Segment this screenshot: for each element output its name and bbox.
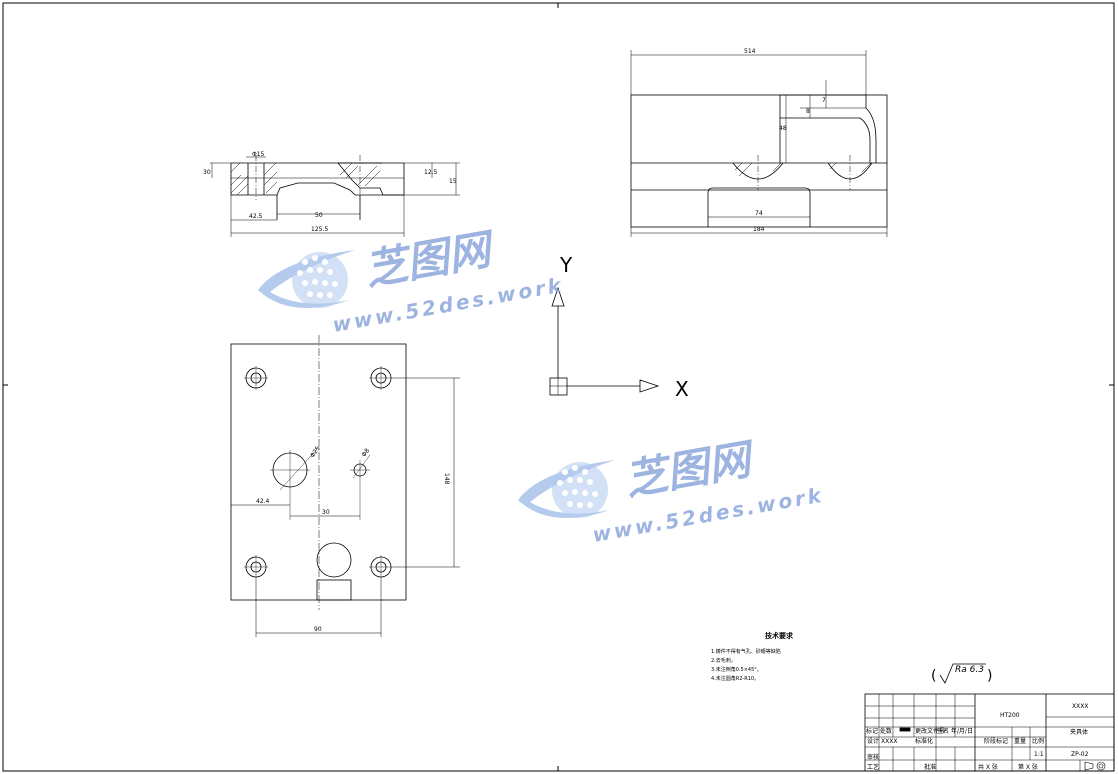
section-view [210, 155, 460, 237]
notes-item-4: 4.未注圆角R2-R10。 [711, 675, 759, 682]
title-block [864, 693, 1115, 772]
axis-x-label: X [675, 377, 689, 401]
globe-logo-icon [518, 460, 615, 518]
dim-section-left-h: 30 [203, 169, 211, 176]
notes-item-1: 1.铸件不得有气孔、砂眼等缺陷 [711, 648, 781, 655]
side-view [630, 50, 888, 237]
tb-designer-label: 设计 [867, 737, 879, 745]
dim-plan-hole-big: Φ25 [309, 445, 322, 459]
tb-standard-label: 标准化 [915, 737, 933, 745]
dim-plan-x1: 42.4 [256, 498, 270, 505]
tb-part-name: 夹具体 [1070, 728, 1088, 736]
svg-text:): ) [987, 668, 992, 684]
notes-item-3: 3.未注倒角0.5×45°。 [711, 666, 762, 673]
notes-title: 技术要求 [765, 631, 794, 640]
watermark-cn: 芝图网 [361, 224, 500, 295]
tb-scale: 1:1 [1034, 751, 1044, 758]
dim-side-d2: 8 [806, 108, 810, 115]
watermark-url: www.52des.work [331, 273, 566, 337]
projection-symbol-icon [1084, 761, 1106, 771]
tb-sheets-total: 共 X 张 [978, 763, 998, 771]
plan-view [230, 335, 460, 637]
dim-section-w2: 50 [315, 212, 323, 219]
tb-sign-row2: 更改文件号 [915, 727, 945, 735]
tb-weight-label: 重量 [1014, 737, 1026, 745]
tb-sheet-no: 第 X 张 [1018, 763, 1038, 771]
roughness-value: Ra 6.3 [955, 665, 984, 675]
dim-side-top: 514 [744, 48, 756, 55]
dim-section-top: Φ15 [252, 151, 265, 158]
tb-sign-row3: 签名 年/月/日 [937, 727, 973, 735]
notes-item-2: 2.去毛刺。 [711, 657, 736, 664]
tb-sign-row: 标记 处数 [866, 727, 892, 735]
watermark-2: 芝图网 www.52des.work [518, 434, 826, 547]
roughness-symbol: ( ) [931, 663, 992, 684]
dim-plan-hole-small: Φ8 [361, 447, 372, 458]
svg-text:(: ( [931, 668, 936, 684]
watermark-cn: 芝图网 [621, 434, 760, 505]
tb-process-label: 工艺 [867, 763, 879, 771]
dim-side-total: 184 [753, 226, 765, 233]
tb-designer: XXXX [881, 738, 897, 745]
watermark-1: 芝图网 www.52des.work [258, 224, 566, 337]
axis-y-label: Y [559, 253, 573, 277]
tb-stage-label: 阶段标记 [984, 737, 1008, 745]
dim-section-total: 125.5 [311, 226, 328, 233]
dim-side-inner: 74 [755, 210, 763, 217]
dim-section-right-h2: 15 [449, 178, 457, 185]
dim-section-w1: 42.5 [249, 213, 263, 220]
dim-plan-x2: 30 [322, 509, 330, 516]
tb-review-label: 审核 [867, 753, 879, 761]
tb-company: XXXX [1072, 703, 1088, 710]
watermark-url: www.52des.work [591, 483, 826, 547]
tb-approve-label: 批准 [924, 763, 936, 771]
tb-scale-label: 比例 [1032, 737, 1044, 745]
dim-plan-width: 90 [314, 626, 322, 633]
dim-side-d1: 7 [822, 97, 826, 104]
tb-drawing-no: ZP-02 [1071, 751, 1089, 758]
dim-plan-height: 148 [443, 473, 450, 485]
tb-material: HT200 [1000, 712, 1020, 719]
dim-section-right-h1: 12.5 [424, 169, 438, 176]
dim-side-d3: 48 [779, 125, 787, 132]
globe-logo-icon [258, 250, 355, 308]
ucs-axis-icon [549, 286, 660, 396]
